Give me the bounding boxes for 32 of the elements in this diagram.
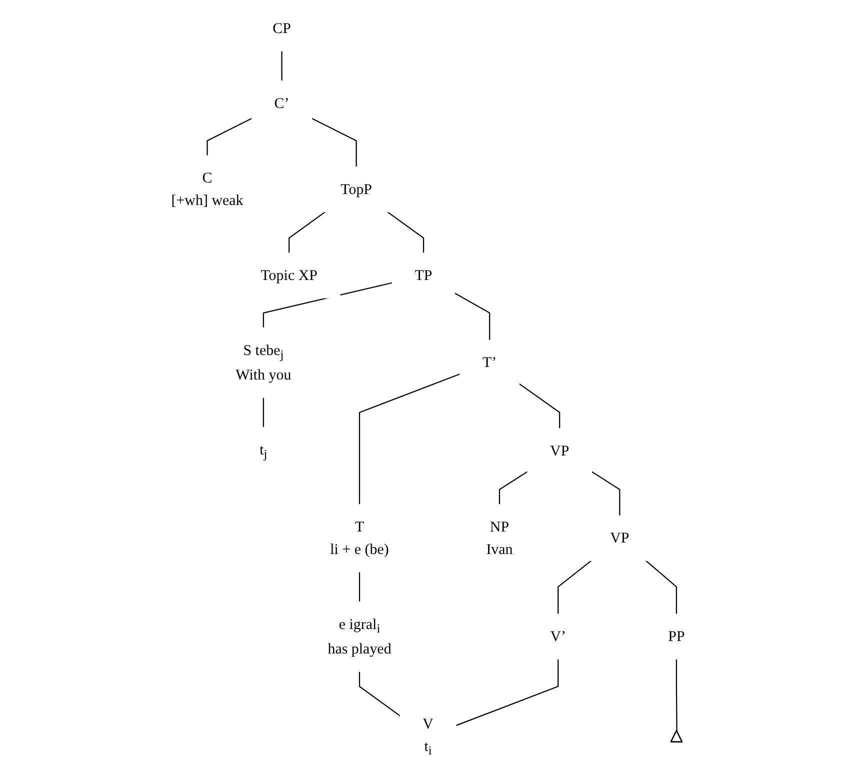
node-text: NP Ivan: [486, 518, 514, 558]
node-text: TP: [415, 267, 433, 284]
node-text: T li + e (be): [330, 518, 390, 558]
connector: [387, 211, 425, 253]
node-text: S tebe$_{j}$ With you: [236, 342, 292, 384]
node-text: V t$_{i}$: [423, 716, 434, 758]
connector: [676, 659, 678, 731]
node-text: PP: [668, 628, 686, 645]
node-text: CP: [273, 20, 292, 37]
node-text: T’: [483, 354, 498, 371]
node-text: TopP: [341, 181, 372, 198]
node-text: e igral$_{i}$ has played: [328, 616, 392, 658]
connector: [499, 471, 528, 505]
connector: [359, 572, 361, 602]
connector: [359, 671, 401, 716]
node-text: VP: [610, 530, 630, 546]
connector: [289, 211, 326, 253]
connector: [282, 50, 283, 81]
node-text: C’: [274, 95, 290, 112]
node-text: t$_{j}$: [260, 442, 268, 462]
connector: [456, 659, 560, 726]
node-text: V’: [550, 628, 566, 645]
node-text: VP: [550, 442, 570, 460]
node-text: C [+wh] weak: [172, 170, 244, 209]
connector: [558, 560, 592, 614]
connector: [359, 373, 461, 505]
connector: [207, 118, 253, 156]
connector: [312, 118, 358, 167]
connector: [519, 383, 561, 429]
connector: [646, 560, 678, 614]
connector: [263, 397, 264, 428]
connector: [263, 282, 393, 328]
